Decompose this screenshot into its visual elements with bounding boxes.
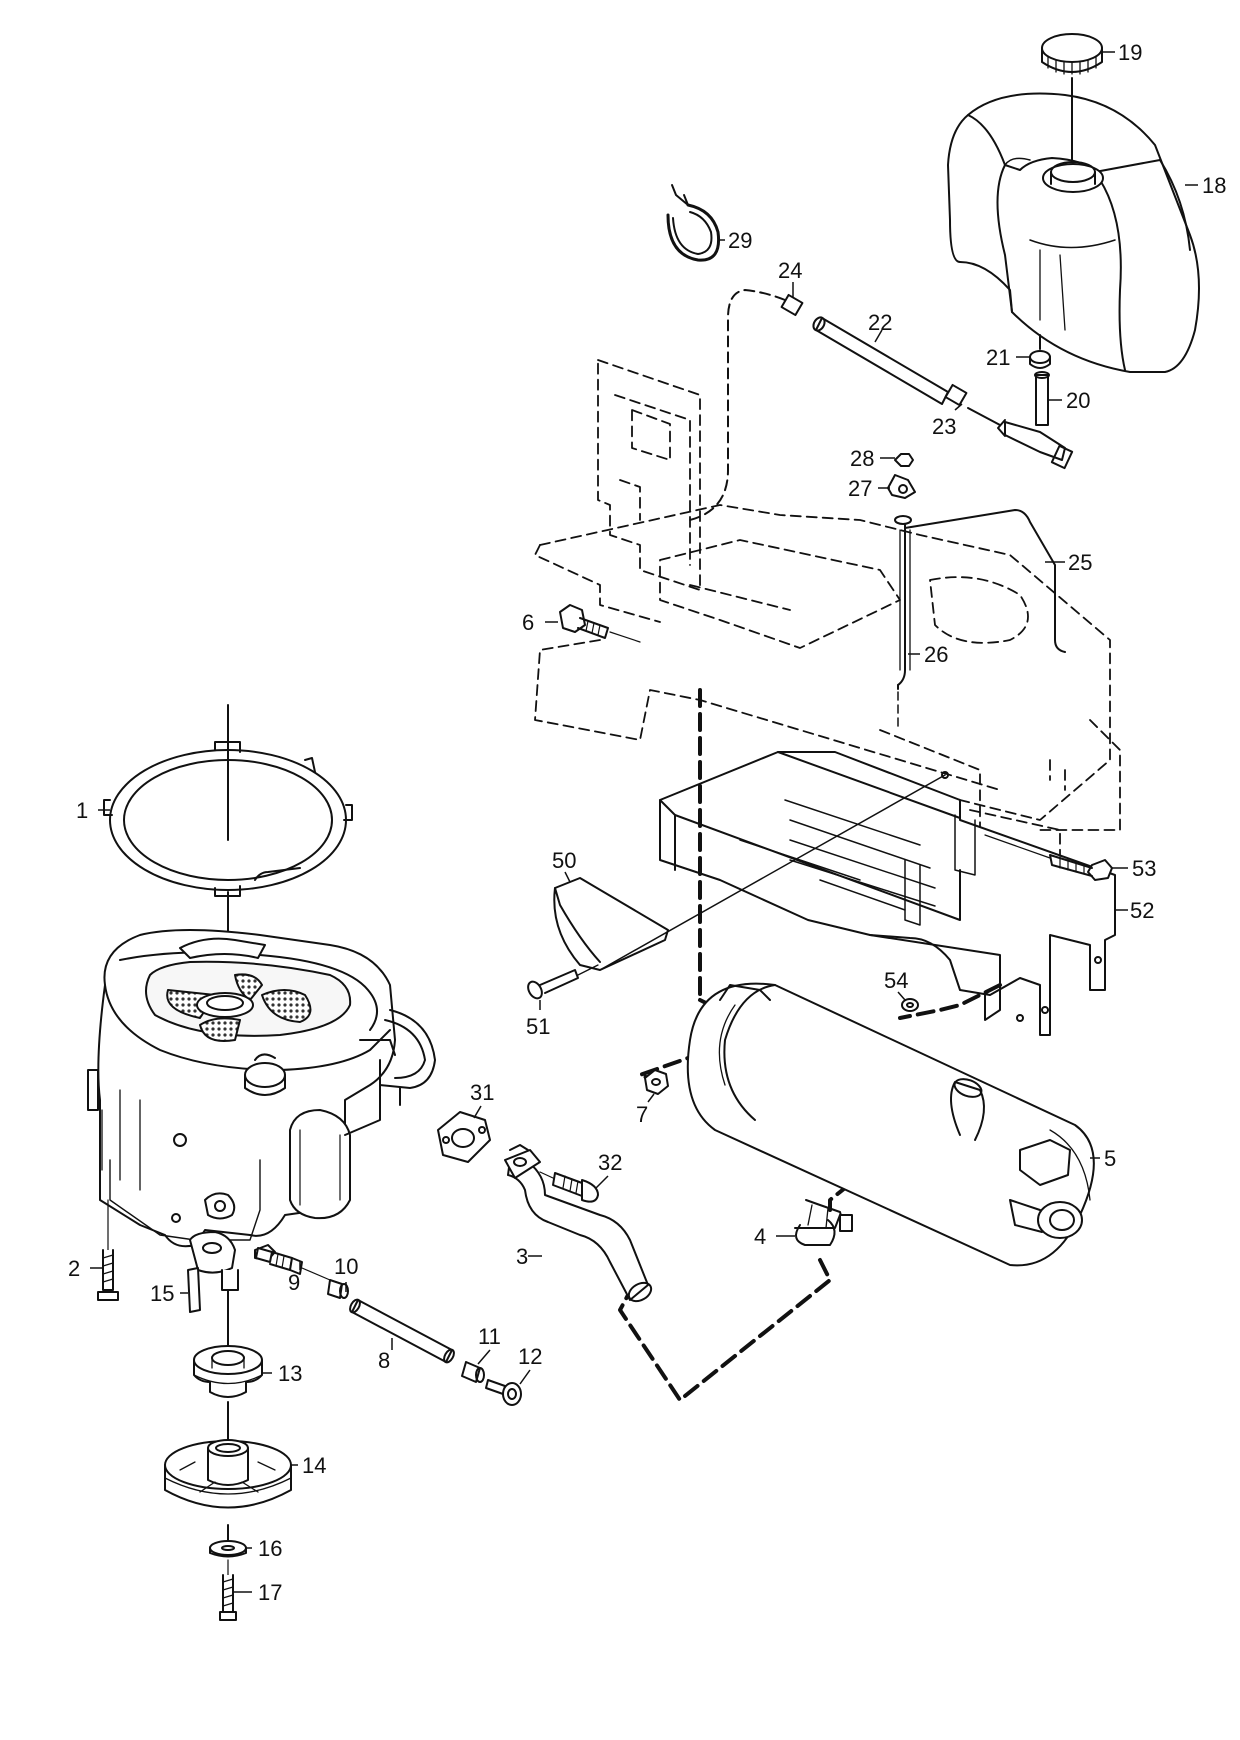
screw-53 (985, 835, 1112, 880)
callout-9: 9 (288, 1270, 300, 1295)
mount-bolt-2 (98, 1200, 118, 1300)
callout-22: 22 (868, 310, 892, 335)
hose-clamp-10 (328, 1280, 348, 1298)
hose-clamp-11 (462, 1362, 484, 1382)
fuel-fitting-9 (256, 1248, 330, 1280)
callout-8: 8 (378, 1348, 390, 1373)
nut-7 (645, 1070, 668, 1094)
callout-13: 13 (278, 1361, 302, 1386)
callout-11: 11 (478, 1324, 501, 1349)
heat-shield (554, 772, 948, 970)
exhaust-clamp (795, 1200, 852, 1245)
callout-27: 27 (848, 476, 872, 501)
callout-3: 3 (516, 1244, 528, 1269)
fuel-line-lower (348, 1298, 456, 1364)
wing-nut (888, 475, 915, 524)
fuel-tank (948, 94, 1199, 372)
large-pulley (165, 1440, 291, 1508)
callout-24: 24 (778, 258, 802, 283)
shaft-key (188, 1268, 200, 1312)
callout-2: 2 (68, 1256, 80, 1281)
callout-26: 26 (924, 642, 948, 667)
engine-mount-plate (660, 752, 1115, 1035)
callout-5: 5 (1104, 1146, 1116, 1171)
exhaust-pipe (505, 1145, 654, 1305)
callout-16: 16 (258, 1536, 282, 1561)
callout-1: 1 (76, 798, 88, 823)
callout-21: 21 (986, 345, 1010, 370)
callout-32: 32 (598, 1150, 622, 1175)
fuel-cap (1042, 34, 1102, 160)
callout-12: 12 (518, 1344, 542, 1369)
callout-10: 10 (334, 1254, 358, 1279)
callout-29: 29 (728, 228, 752, 253)
callout-31: 31 (470, 1080, 494, 1105)
pulley-bolt (220, 1560, 236, 1620)
callout-54: 54 (884, 968, 908, 993)
bolt-32 (540, 1172, 598, 1202)
callout-51: 51 (526, 1014, 550, 1039)
fuel-line-upper (690, 290, 1000, 520)
washer-54 (902, 999, 918, 1011)
callout-15: 15 (150, 1281, 174, 1306)
callout-labels: 1 2 3 4 5 6 7 8 9 10 11 12 13 14 15 16 1… (68, 40, 1226, 1605)
callout-23: 23 (932, 414, 956, 439)
exhaust-gasket (438, 1112, 490, 1162)
callout-25: 25 (1068, 550, 1092, 575)
callout-28: 28 (850, 446, 874, 471)
pulley-washer (210, 1541, 246, 1557)
callout-19: 19 (1118, 40, 1142, 65)
callout-7: 7 (636, 1102, 648, 1127)
small-pulley (194, 1346, 262, 1397)
engine (88, 930, 435, 1290)
air-filter-ring (104, 705, 352, 985)
callout-18: 18 (1202, 173, 1226, 198)
callout-53: 53 (1132, 856, 1156, 881)
screw-51 (525, 965, 598, 1001)
callout-20: 20 (1066, 388, 1090, 413)
hex-nut-small (895, 454, 913, 466)
callout-14: 14 (302, 1453, 326, 1478)
fuel-shutoff-valve (998, 372, 1072, 468)
callout-50: 50 (552, 848, 576, 873)
hose-clip (668, 185, 719, 260)
fuel-fitting-12 (486, 1380, 521, 1405)
screw-6 (560, 605, 640, 642)
callout-17: 17 (258, 1580, 282, 1605)
callout-6: 6 (522, 610, 534, 635)
callout-52: 52 (1130, 898, 1154, 923)
callout-4: 4 (754, 1224, 766, 1249)
muffler (688, 984, 1094, 1266)
cable-rod (898, 510, 1065, 730)
